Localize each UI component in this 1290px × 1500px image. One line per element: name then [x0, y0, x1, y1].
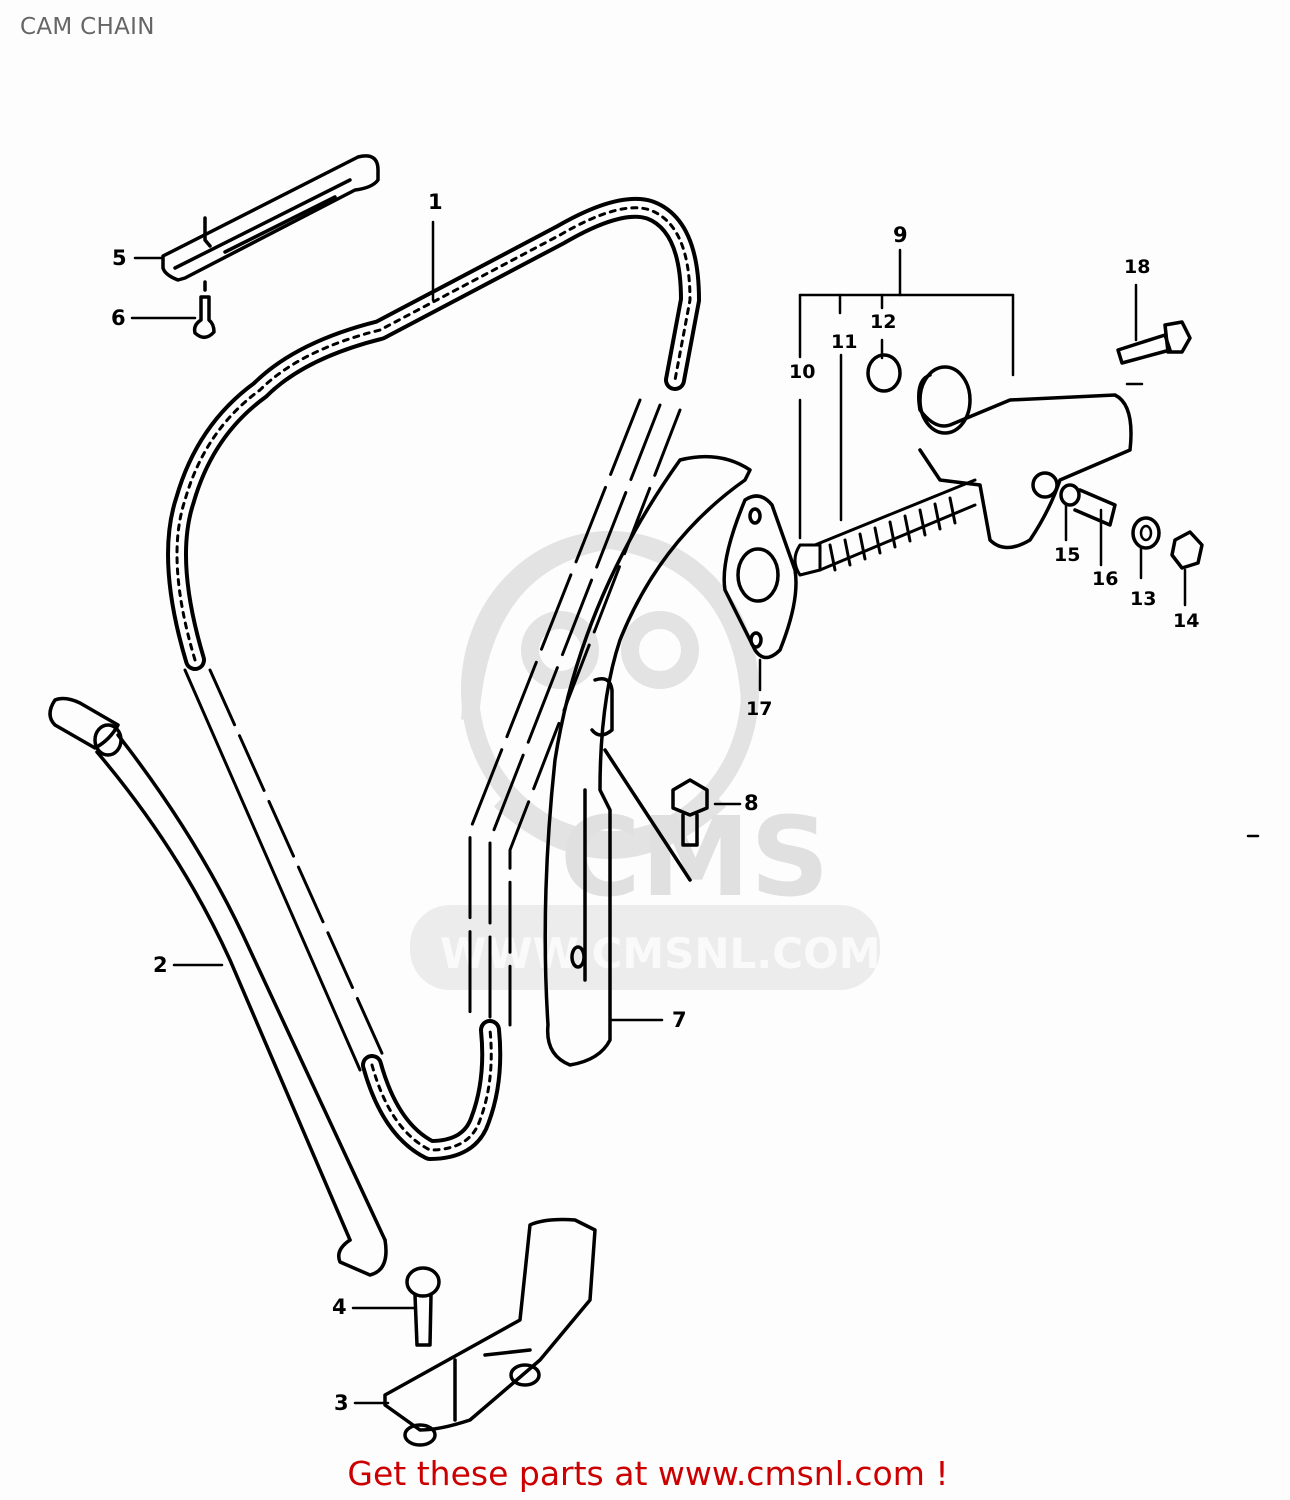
- page-title: CAM CHAIN: [20, 14, 155, 40]
- callout-4[interactable]: 4: [332, 1295, 347, 1319]
- callout-7[interactable]: 7: [672, 1008, 687, 1032]
- seal-part: [866, 353, 902, 393]
- tensioner-bolt-part: [1116, 320, 1192, 365]
- callout-2[interactable]: 2: [153, 953, 168, 977]
- callout-18[interactable]: 18: [1124, 256, 1151, 278]
- callout-14[interactable]: 14: [1173, 610, 1200, 632]
- washer-part: [1131, 516, 1161, 550]
- tensioner-guide-part: [543, 454, 752, 1067]
- o-ring-stopper-bolt-part: [1059, 483, 1117, 527]
- callout-15[interactable]: 15: [1054, 544, 1081, 566]
- callout-10[interactable]: 10: [789, 361, 816, 383]
- washer-hole: [1139, 524, 1153, 542]
- gasket-part: [722, 494, 798, 660]
- callout-1[interactable]: 1: [428, 190, 443, 214]
- callout-17[interactable]: 17: [746, 698, 773, 720]
- callout-16[interactable]: 16: [1092, 568, 1119, 590]
- callout-8[interactable]: 8: [744, 791, 759, 815]
- push-rod-and-spring-part: [793, 478, 977, 577]
- top-guide-screw-part: [192, 280, 216, 339]
- callout-5[interactable]: 5: [112, 246, 127, 270]
- watermark-banner: [410, 905, 880, 990]
- guide-bolt-part: [603, 748, 709, 882]
- callout-9[interactable]: 9: [893, 223, 908, 247]
- guide-holder-part: [383, 1217, 597, 1447]
- callout-6[interactable]: 6: [111, 306, 126, 330]
- leader-lines: [130, 220, 1260, 1405]
- cam-chain-part: [166, 196, 701, 1161]
- callout-3[interactable]: 3: [334, 1391, 349, 1415]
- get-parts-link[interactable]: Get these parts at www.cmsnl.com !: [347, 1454, 949, 1493]
- top-chain-guide-part: [161, 154, 380, 282]
- watermark-url-text: WWW.CMSNL.COM: [440, 929, 881, 978]
- nut-part: [1170, 530, 1204, 570]
- chain-guide-front-part: [48, 696, 388, 1277]
- tensioner-assembly-part: [917, 365, 1133, 550]
- callout-12[interactable]: 12: [870, 311, 897, 333]
- callout-11[interactable]: 11: [831, 331, 858, 353]
- callout-13[interactable]: 13: [1130, 588, 1157, 610]
- guide-holder-screw-part: [405, 1266, 441, 1347]
